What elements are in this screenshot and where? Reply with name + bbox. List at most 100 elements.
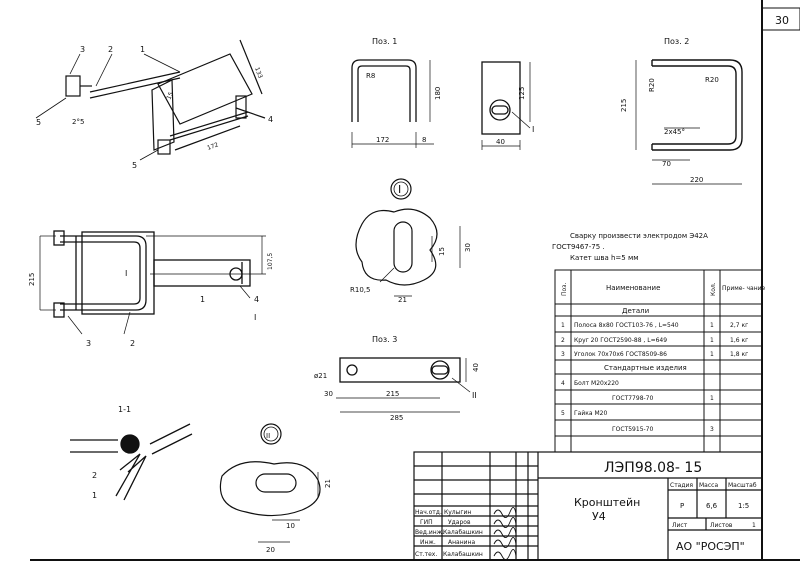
part-name-1: Кронштейн (574, 496, 640, 509)
svg-text:ГИП: ГИП (420, 519, 433, 526)
spec-std3-pos: 5 (561, 410, 565, 417)
spec-header-note: Приме- чание (722, 285, 766, 292)
pos1-r8: R8 (366, 72, 375, 80)
pos1-dims-lines (351, 60, 531, 150)
svg-text:Ударов: Ударов (448, 519, 471, 526)
signature-scribbles (493, 507, 517, 560)
pos1-callout: I (532, 125, 534, 134)
note-line-2: ГОСТ9467-75 . (552, 243, 605, 251)
svg-text:Инж.: Инж. (420, 539, 436, 546)
front-marker-i-left: I (125, 269, 127, 278)
pos1-8: 8 (422, 136, 426, 144)
col-mass: Масса (699, 482, 718, 489)
part-name-2: У4 (592, 510, 606, 523)
pos1-view (351, 59, 521, 135)
spec-row2-pos: 2 (561, 337, 565, 344)
callout-3: 3 (80, 45, 85, 54)
detail-i-marker: I (390, 178, 412, 200)
assembly-iso-dims: 3 2 1 5 4 5 2°5 15 172 133 (36, 45, 273, 170)
pos3-title: Поз. 3 (372, 335, 397, 344)
spec-std4-qty: 3 (710, 426, 714, 433)
note-line-1: Сварку произвести электродом Э42А (570, 232, 708, 240)
spec-std1-name: Болт М20х220 (574, 380, 619, 387)
pos3-dims-lines (336, 358, 471, 413)
pos1-172: 172 (376, 136, 389, 144)
assembly-iso-view (65, 39, 266, 155)
sheet-number: 30 (775, 14, 789, 27)
detail-ii-21: 21 (324, 479, 332, 488)
pos2-dims-lines (635, 60, 742, 185)
callout-4: 4 (268, 115, 273, 124)
pos2-220: 220 (690, 176, 703, 184)
spec-std3-name: Гайка М20 (574, 410, 607, 417)
spec-std4-name: ГОСТ5915-70 (612, 426, 653, 433)
dim-133: 133 (253, 66, 264, 79)
spec-row2-qty: 1 (710, 337, 714, 344)
front-callout-2: 2 (130, 339, 135, 348)
spec-header-qty: Кол. (710, 282, 717, 296)
front-marker-i-right: I (254, 313, 256, 322)
pos3-30: 30 (324, 390, 333, 398)
section-callout-2: 2 (92, 471, 97, 480)
spec-table (554, 269, 763, 453)
signature-rows: Нач.отд. Кулыгин ГИП Ударов Вед.инж. Кал… (415, 509, 483, 558)
title-block (413, 451, 763, 561)
assembly-front-view (53, 230, 251, 318)
pos1-125: 125 (518, 87, 526, 100)
detail-i-r105: R10,5 (350, 286, 370, 294)
detail-i-15: 15 (438, 247, 446, 256)
spec-row2-name: Круг 20 ГОСТ2590-88 , L=649 (574, 337, 667, 344)
spec-header-pos: Поз. (561, 283, 568, 296)
spec-std2-qty: 1 (710, 395, 714, 402)
spec-std2-name: ГОСТ7798-70 (612, 395, 653, 402)
sheet-label: Лист (672, 522, 688, 529)
spec-row1-note: 2,7 кг (730, 322, 748, 329)
section-view (70, 423, 193, 501)
section-callout-1: 1 (92, 491, 97, 500)
detail-ii-marker: II (260, 423, 282, 445)
svg-text:Ст.тех.: Ст.тех. (415, 551, 437, 558)
pos2-title: Поз. 2 (664, 37, 689, 46)
col-scale: Масштаб (728, 482, 757, 489)
spec-row1-pos: 1 (561, 322, 565, 329)
callout-2: 2 (108, 45, 113, 54)
spec-header-name: Наименование (606, 284, 660, 292)
pos3-285: 285 (390, 414, 403, 422)
pos2-chamfer: 2x45° (664, 128, 685, 136)
detail-ii-20: 20 (266, 546, 275, 554)
pos3-215: 215 (386, 390, 399, 398)
svg-text:I: I (398, 183, 401, 196)
section-title: 1-1 (118, 405, 131, 414)
spec-section-standard: Стандартные изделия (604, 364, 687, 372)
col-stage: Стадия (670, 482, 693, 489)
svg-text:Вед.инж.: Вед.инж. (415, 529, 444, 536)
spec-row3-note: 1,8 кг (730, 351, 748, 358)
spec-row3-qty: 1 (710, 351, 714, 358)
callout-5-top: 5 (36, 118, 41, 127)
detail-i-21: 21 (398, 296, 407, 304)
detail-i-dims-lines (379, 226, 461, 297)
spec-row1-qty: 1 (710, 322, 714, 329)
pos3-d21: ø21 (314, 372, 327, 380)
dim-172: 172 (206, 141, 219, 152)
svg-text:Нач.отд.: Нач.отд. (415, 509, 442, 516)
spec-row3-pos: 3 (561, 351, 565, 358)
front-callout-3: 3 (86, 339, 91, 348)
note-line-3: Катет шва h=5 мм (570, 254, 639, 262)
svg-text:II: II (266, 432, 270, 440)
doc-code: ЛЭП98.08- 15 (604, 460, 702, 476)
pos2-view (651, 59, 743, 151)
stage-value: Р (680, 502, 684, 510)
pos1-180: 180 (434, 87, 442, 100)
svg-text:Кулыгин: Кулыгин (444, 509, 471, 516)
sheets-label: Листов (710, 522, 733, 529)
front-1075: 107,5 (267, 253, 274, 270)
front-callout-4: 4 (254, 295, 259, 304)
detail-i-30: 30 (464, 243, 472, 252)
pos2-r20-right: R20 (705, 76, 719, 84)
pos3-view (339, 357, 461, 383)
assembly-front-dims-lines (39, 235, 266, 335)
spec-row1-name: Полоса 8х80 ГОСТ103-76 , L=540 (574, 322, 679, 329)
pos2-215: 215 (620, 99, 628, 112)
